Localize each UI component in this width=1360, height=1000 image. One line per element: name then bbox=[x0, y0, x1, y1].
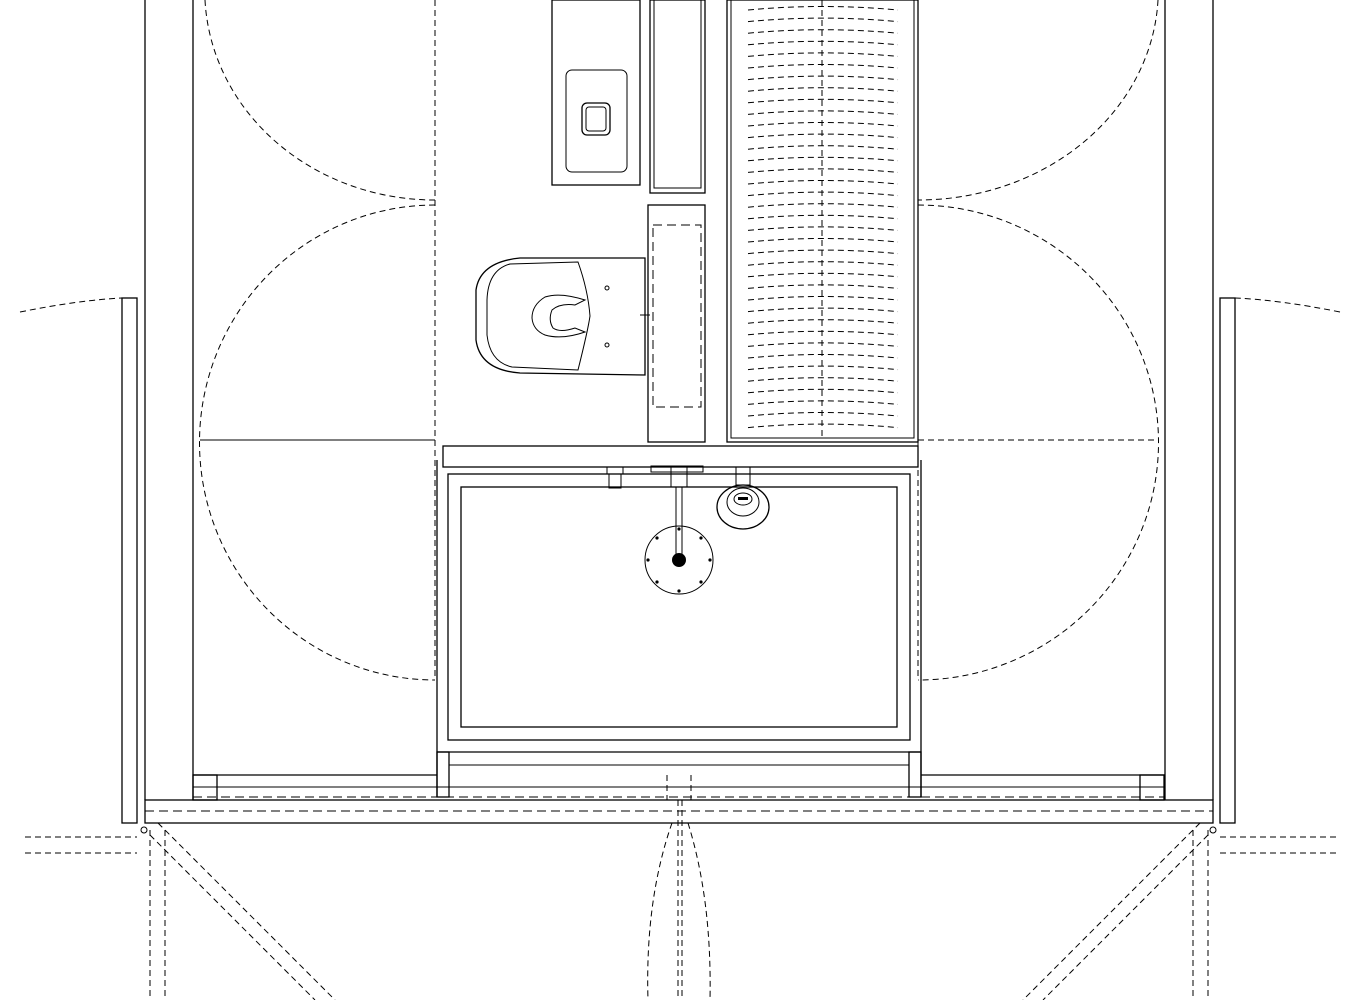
sink-cabinet bbox=[551, 0, 641, 186]
entrance-doors bbox=[25, 822, 1340, 1000]
shelf-row bbox=[747, 168, 899, 173]
shelf-row bbox=[747, 388, 899, 394]
shelf-row bbox=[747, 75, 899, 81]
hand-shower-icon bbox=[716, 484, 770, 530]
shelf-row bbox=[747, 330, 899, 336]
shelf-row bbox=[747, 110, 899, 115]
shelf-row bbox=[747, 377, 899, 382]
shelf-row bbox=[747, 307, 899, 313]
shelf-row bbox=[747, 29, 899, 34]
shelf-row bbox=[747, 284, 899, 289]
shelf-row bbox=[747, 400, 899, 405]
shelf-row bbox=[747, 98, 899, 104]
door-swing-arcs bbox=[19, 0, 1341, 681]
shelf-row bbox=[747, 214, 899, 220]
shelf-row bbox=[747, 40, 899, 46]
shelf-row bbox=[747, 6, 899, 11]
shelf-row bbox=[747, 122, 899, 127]
shelf-row bbox=[747, 296, 899, 301]
valve-left bbox=[606, 466, 624, 475]
outer-walls bbox=[121, 0, 1236, 824]
shower-enclosure bbox=[436, 460, 922, 1000]
shelf-row bbox=[747, 133, 899, 139]
shelf-row bbox=[747, 412, 899, 417]
shelf-row bbox=[747, 365, 899, 371]
shelf-row bbox=[747, 145, 899, 150]
shelf-row bbox=[747, 238, 899, 243]
shelf-row bbox=[747, 354, 899, 359]
counter bbox=[442, 445, 919, 473]
shelf-row bbox=[747, 180, 899, 185]
rain-shower-head-icon bbox=[644, 525, 714, 595]
toilet bbox=[475, 257, 646, 376]
shelf-row bbox=[747, 191, 899, 197]
shelf-row bbox=[747, 319, 899, 324]
storage-column bbox=[640, 0, 706, 443]
tall-shelving-unit bbox=[726, 0, 919, 443]
shelf-row bbox=[747, 423, 899, 429]
shelf-row bbox=[747, 87, 899, 92]
shelf-row bbox=[747, 249, 899, 255]
shelf-row bbox=[747, 156, 899, 162]
valve-center bbox=[670, 466, 688, 488]
shelf-row bbox=[747, 203, 899, 208]
shelf-row bbox=[747, 64, 899, 69]
shelf-row bbox=[747, 342, 899, 347]
shower-fixtures bbox=[606, 466, 770, 595]
shelf-row bbox=[747, 226, 899, 231]
shelf-row bbox=[747, 17, 899, 23]
shelf-row bbox=[747, 261, 899, 266]
shelf-row bbox=[747, 272, 899, 278]
shelf-row bbox=[747, 52, 899, 57]
